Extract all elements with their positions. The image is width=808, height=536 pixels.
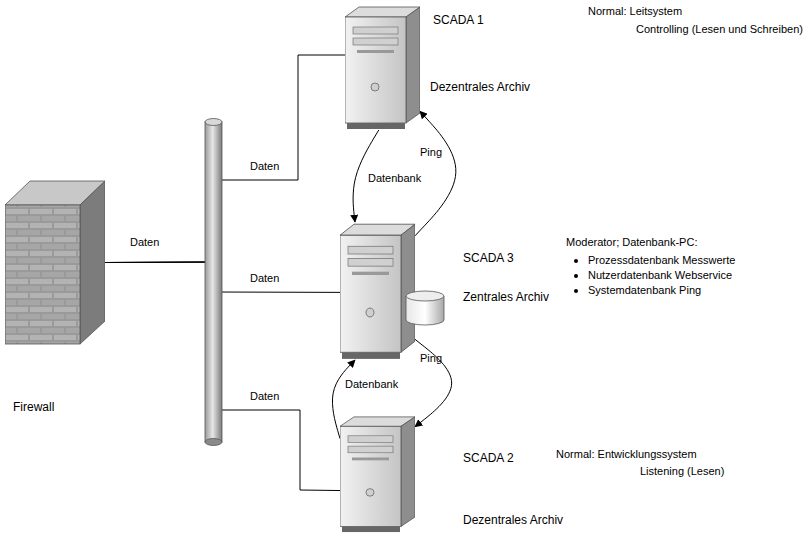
note-label: Controlling (Lesen und Schreiben)	[636, 23, 803, 36]
node-name: SCADA 2	[463, 451, 514, 465]
server-icon	[340, 222, 415, 360]
node-subtitle: Dezentrales Archiv	[463, 513, 563, 527]
node-name: SCADA 3	[463, 251, 514, 265]
bus-pipe	[205, 119, 222, 446]
edge-label: Ping	[420, 146, 442, 159]
edge-label: Ping	[420, 352, 442, 365]
data-line	[105, 262, 340, 491]
node-subtitle: Zentrales Archiv	[463, 290, 549, 304]
edge-label: Datenbank	[368, 172, 421, 185]
arrow-connector	[415, 339, 452, 427]
note-label: Moderator; Datenbank-PC:	[566, 236, 697, 249]
data-line	[105, 262, 340, 292]
note-label: Listening (Lesen)	[640, 465, 724, 478]
bullet-dots	[574, 259, 578, 293]
edge-label: Daten	[250, 272, 279, 285]
server-icon	[340, 415, 415, 533]
note-label: Nutzerdatenbank Webservice	[588, 269, 732, 282]
node-subtitle: Dezentrales Archiv	[430, 80, 530, 94]
note-label: Daten	[130, 236, 159, 249]
edge-label: Datenbank	[345, 378, 398, 391]
firewall-icon	[5, 180, 105, 345]
server-node: SCADA 2Dezentrales Archiv	[340, 415, 415, 533]
note-label: Normal: Entwicklungssystem	[556, 448, 697, 461]
server-node: SCADA 3Zentrales Archiv	[340, 222, 415, 360]
server-node: SCADA 1Dezentrales Archiv	[345, 5, 420, 130]
data-line	[105, 55, 345, 263]
edge-label: Daten	[250, 160, 279, 173]
server-icon	[345, 5, 420, 130]
database-disk	[406, 291, 444, 325]
firewall-node: Firewall	[5, 180, 105, 345]
note-label: Systemdatenbank Ping	[588, 284, 701, 297]
node-name: SCADA 1	[433, 13, 484, 27]
note-label: Prozessdatenbank Messwerte	[588, 254, 735, 267]
edge-label: Daten	[250, 390, 279, 403]
note-label: Normal: Leitsystem	[588, 5, 682, 18]
node-name: Firewall	[13, 400, 54, 414]
